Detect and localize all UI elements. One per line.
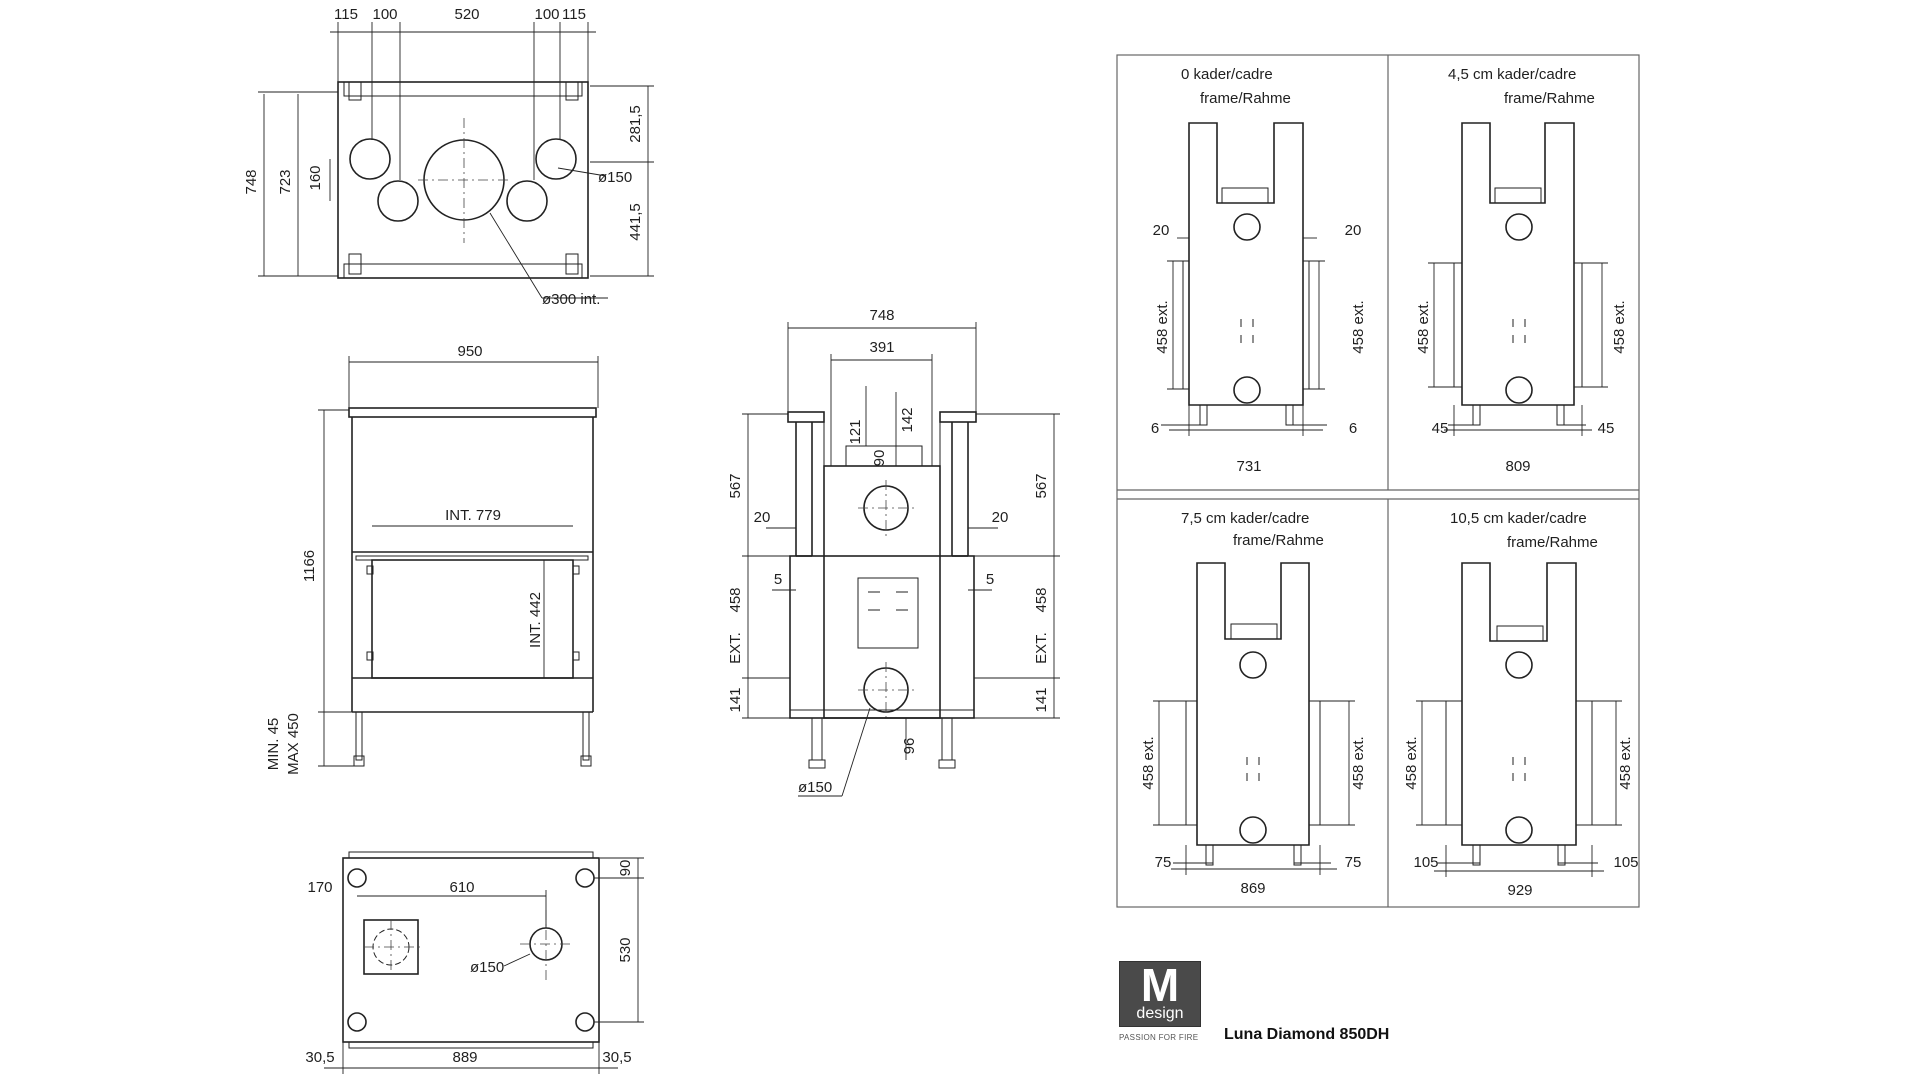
frame-1-ext-left: 458 ext. — [1415, 300, 1432, 353]
bottom-dim-610: 610 — [449, 879, 474, 896]
frame-3-ext-left: 458 ext. — [1403, 736, 1420, 789]
side-dim-391: 391 — [869, 339, 894, 356]
frame-1-title: 4,5 cm kader/cadre — [1448, 66, 1576, 83]
side-dim-141-left: 141 — [727, 687, 744, 712]
frame-1-width: 809 — [1505, 458, 1530, 475]
bottom-dim-530: 530 — [617, 937, 634, 962]
frame-panel-7-5cm: 7,5 cm kader/cadre frame/Rahme 458 ext. … — [1140, 510, 1367, 897]
frame-3-ext-right: 458 ext. — [1617, 736, 1634, 789]
bottom-dim-30a: 30,5 — [305, 1049, 334, 1066]
top-dim-100a: 100 — [372, 6, 397, 23]
frame-1-ext-right: 458 ext. — [1611, 300, 1628, 353]
frame-2-foot-right: 75 — [1345, 854, 1362, 871]
frame-3-width: 929 — [1507, 882, 1532, 899]
frame-panel-0cm: 0 kader/cadre frame/Rahme 20 20 458 ext.… — [1151, 66, 1367, 475]
side-dim-141-right: 141 — [1033, 687, 1050, 712]
top-dim-748: 748 — [243, 169, 260, 194]
side-dim-458-left: 458 — [727, 587, 744, 612]
frame-3-subtitle: frame/Rahme — [1507, 534, 1598, 551]
frame-1-foot-left: 45 — [1432, 420, 1449, 437]
logo-letter: M — [1140, 959, 1180, 1011]
frame-0-title: 0 kader/cadre — [1181, 66, 1273, 83]
frame-2-ext-right: 458 ext. — [1350, 736, 1367, 789]
bottom-dim-90: 90 — [617, 860, 634, 877]
front-dim-int442: INT. 442 — [527, 592, 544, 648]
side-dim-ext-right: EXT. — [1033, 632, 1050, 664]
front-view: 950 INT. 779 INT. 442 1166 MIN. 45 MAX 4… — [265, 343, 599, 775]
frame-2-ext-left: 458 ext. — [1140, 736, 1157, 789]
side-dim-96: 96 — [901, 738, 918, 755]
top-view: 115 100 520 100 115 748 723 160 281,5 44… — [243, 6, 654, 308]
brand-tagline: PASSION FOR FIRE — [1119, 1033, 1199, 1042]
side-dim-5-right: 5 — [986, 571, 994, 588]
side-dim-ext-left: EXT. — [727, 632, 744, 664]
top-dim-723: 723 — [277, 169, 294, 194]
top-dim-160: 160 — [307, 165, 324, 190]
front-dim-950: 950 — [457, 343, 482, 360]
frame-2-title: 7,5 cm kader/cadre — [1181, 510, 1309, 527]
frame-0-width: 731 — [1236, 458, 1261, 475]
frame-grid — [1116, 54, 1640, 908]
bottom-dim-30b: 30,5 — [602, 1049, 631, 1066]
side-dim-142: 142 — [899, 407, 916, 432]
top-dim-100b: 100 — [534, 6, 559, 23]
frame-1-subtitle: frame/Rahme — [1504, 90, 1595, 107]
frame-0-ext-right: 458 ext. — [1350, 300, 1367, 353]
product-title: Luna Diamond 850DH — [1224, 1026, 1390, 1043]
bottom-view: 170 610 90 530 ø150 30,5 889 30,5 — [305, 851, 644, 1074]
side-dim-dia150: ø150 — [798, 779, 832, 796]
bottom-dim-889: 889 — [452, 1049, 477, 1066]
side-dim-567-left: 567 — [727, 473, 744, 498]
brand-logo: M design — [1119, 961, 1201, 1027]
side-dim-20-right: 20 — [992, 509, 1009, 526]
side-dim-458-right: 458 — [1033, 587, 1050, 612]
top-dim-115a: 115 — [334, 6, 358, 23]
frame-1-foot-right: 45 — [1598, 420, 1615, 437]
top-dim-dia150: ø150 — [598, 169, 632, 186]
side-dim-5-left: 5 — [774, 571, 782, 588]
frame-2-width: 869 — [1240, 880, 1265, 897]
side-dim-20-left: 20 — [754, 509, 771, 526]
bottom-dim-dia150: ø150 — [470, 959, 504, 976]
side-view: 748 391 121 142 90 567 567 20 20 5 5 458… — [727, 307, 1060, 797]
frame-3-title: 10,5 cm kader/cadre — [1450, 510, 1587, 527]
front-dim-min45: MIN. 45 — [265, 718, 282, 771]
front-dim-max450: MAX 450 — [285, 713, 302, 775]
frame-2-foot-left: 75 — [1155, 854, 1172, 871]
logo-word: design — [1136, 1005, 1184, 1022]
frame-2-subtitle: frame/Rahme — [1233, 532, 1324, 549]
frame-0-side-left: 20 — [1153, 222, 1170, 239]
frame-0-foot-left: 6 — [1151, 420, 1159, 437]
frame-0-foot-right: 6 — [1349, 420, 1357, 437]
frame-3-foot-left: 105 — [1413, 854, 1438, 871]
side-dim-567-right: 567 — [1033, 473, 1050, 498]
side-dim-90: 90 — [871, 450, 888, 467]
top-dim-115b: 115 — [562, 6, 586, 23]
front-dim-int779: INT. 779 — [445, 507, 501, 524]
bottom-dim-170: 170 — [307, 879, 332, 896]
side-dim-121: 121 — [847, 419, 864, 444]
frame-0-ext-left: 458 ext. — [1154, 300, 1171, 353]
frame-panel-4-5cm: 4,5 cm kader/cadre frame/Rahme 458 ext. … — [1415, 66, 1628, 475]
frame-3-foot-right: 105 — [1613, 854, 1638, 871]
front-dim-1166: 1166 — [301, 550, 318, 582]
top-dim-281: 281,5 — [627, 105, 644, 143]
frame-panel-10-5cm: 10,5 cm kader/cadre frame/Rahme 458 ext.… — [1403, 510, 1639, 899]
top-dim-441: 441,5 — [627, 203, 644, 241]
side-dim-748: 748 — [869, 307, 894, 324]
frame-0-side-right: 20 — [1345, 222, 1362, 239]
top-dim-dia300: ø300 int. — [542, 291, 600, 308]
top-dim-520: 520 — [454, 6, 479, 23]
frame-0-subtitle: frame/Rahme — [1200, 90, 1291, 107]
